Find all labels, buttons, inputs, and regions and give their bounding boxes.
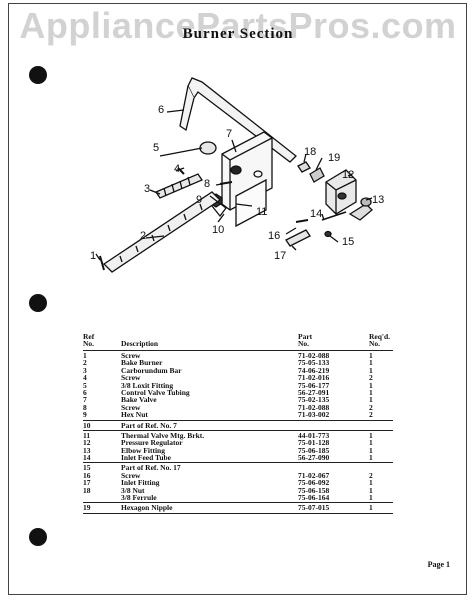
page-title: Burner Section xyxy=(182,26,294,42)
header-ref-line2: No. xyxy=(83,339,95,348)
part-screw-4 xyxy=(177,167,185,175)
part-hexagon-nipple xyxy=(309,167,325,183)
header-req-line2: No. xyxy=(369,339,381,348)
part-screw-8 xyxy=(219,181,233,185)
callout-5: 5 xyxy=(153,142,160,154)
part-pressure-regulator xyxy=(325,169,357,215)
callout-16: 16 xyxy=(268,230,281,242)
callout-13: 13 xyxy=(372,194,385,206)
watermark: AppliancePartsPros.com xyxy=(19,5,457,46)
part-thermal-valve-bracket xyxy=(235,178,267,228)
callout-1: 1 xyxy=(90,250,97,262)
callout-9: 9 xyxy=(196,194,203,206)
row-rule xyxy=(83,502,393,504)
page-frame xyxy=(8,3,467,595)
punch-hole-middle xyxy=(29,294,47,312)
callout-11: 11 xyxy=(256,206,268,218)
row-rule xyxy=(83,419,393,421)
part-screw-16 xyxy=(295,219,309,223)
callout-2: 2 xyxy=(140,230,147,242)
callout-19: 19 xyxy=(328,152,341,164)
callout-14: 14 xyxy=(310,208,323,220)
burner-exploded-diagram xyxy=(95,77,373,273)
table-header: Ref No. Description Part No. Req'd. No. xyxy=(83,333,393,349)
header-ref-line1: Ref xyxy=(83,332,95,341)
row-rule xyxy=(83,429,393,431)
callout-18: 18 xyxy=(304,146,317,158)
part-screw-1 xyxy=(99,255,105,271)
row-rule xyxy=(83,462,393,464)
callout-10: 10 xyxy=(212,224,225,236)
part-loxit-fitting xyxy=(199,141,217,155)
header-part-line2: No. xyxy=(298,339,310,348)
callout-12: 12 xyxy=(342,169,355,181)
callout-15: 15 xyxy=(342,236,355,248)
part-nut-18 xyxy=(297,161,311,173)
parts-list-table: Ref No. Description Part No. Req'd. No. … xyxy=(83,333,393,515)
header-part-line1: Part xyxy=(298,332,313,341)
part-carborundum-bar xyxy=(155,173,203,199)
callout-17: 17 xyxy=(274,250,287,262)
callout-4: 4 xyxy=(174,163,181,175)
table-bottom-rule xyxy=(83,512,393,514)
part-elbow-fitting xyxy=(348,203,373,221)
part-inlet-fitting xyxy=(285,229,311,247)
callout-8: 8 xyxy=(204,178,211,190)
callout-3: 3 xyxy=(144,183,151,195)
header-req-line1: Req'd. xyxy=(369,332,391,341)
header-description: Description xyxy=(121,339,159,348)
page-number: Page 1 xyxy=(427,560,450,569)
header-rule xyxy=(83,350,393,351)
punch-hole-top xyxy=(29,66,47,84)
callout-7: 7 xyxy=(226,128,233,140)
part-inlet-feed-tube xyxy=(321,211,347,221)
callout-6: 6 xyxy=(158,104,165,116)
punch-hole-bottom xyxy=(29,528,47,546)
part-bake-burner xyxy=(102,191,222,273)
